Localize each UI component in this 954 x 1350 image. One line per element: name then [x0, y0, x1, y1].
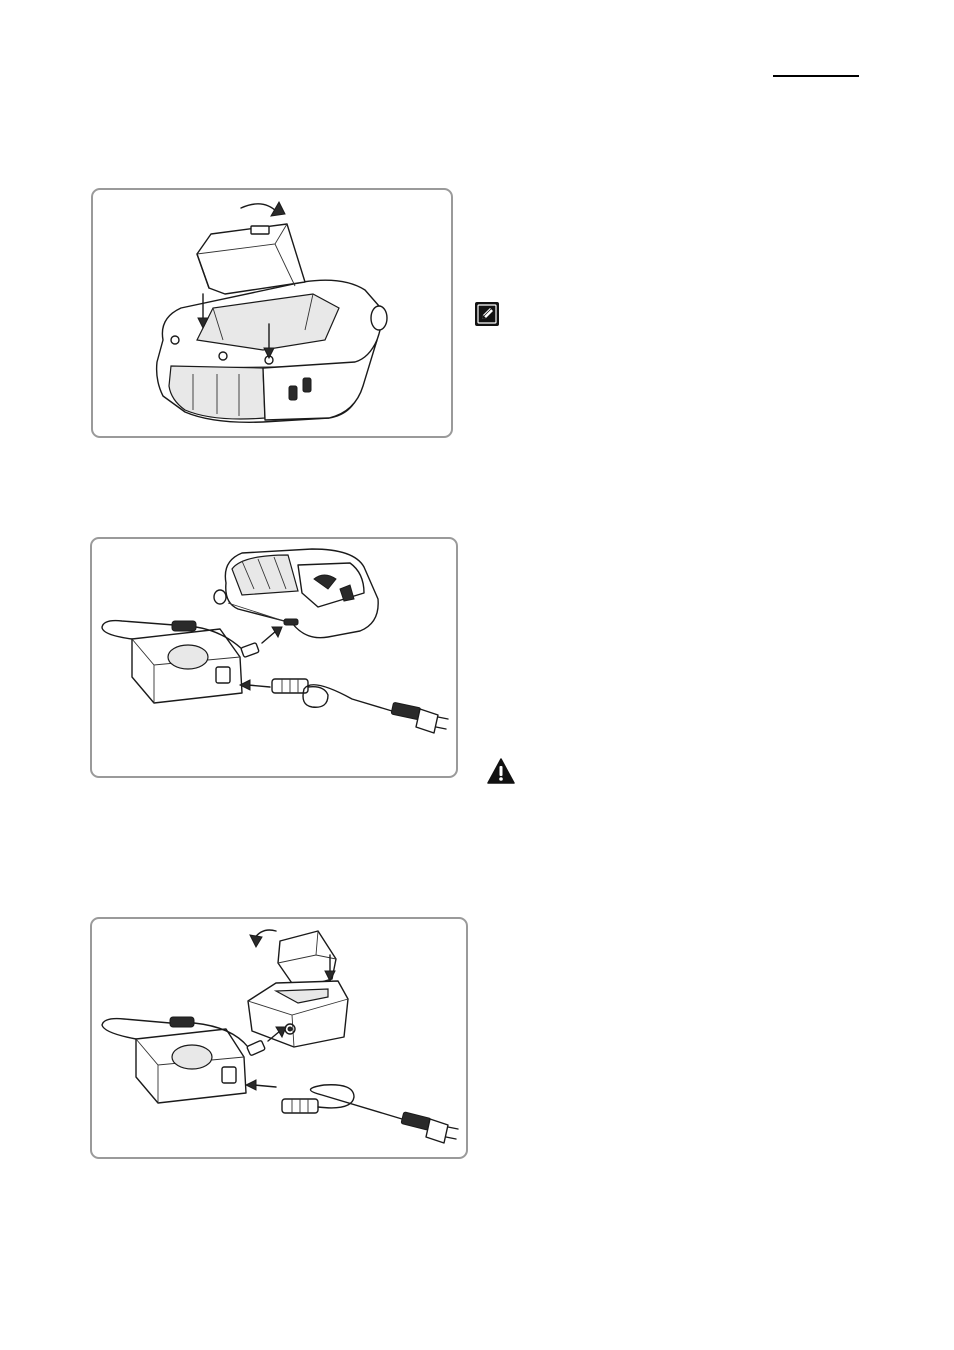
header-rule [773, 75, 859, 77]
battery-insertion-illustration [93, 190, 451, 436]
warning-triangle-icon [487, 758, 515, 784]
charger-cradle-illustration [92, 919, 466, 1157]
printer-adapter-figure [90, 537, 458, 778]
pencil-note-icon [475, 302, 499, 326]
printer-adapter-illustration [92, 539, 456, 776]
charger-cradle-figure [90, 917, 468, 1159]
battery-insertion-figure [91, 188, 453, 438]
